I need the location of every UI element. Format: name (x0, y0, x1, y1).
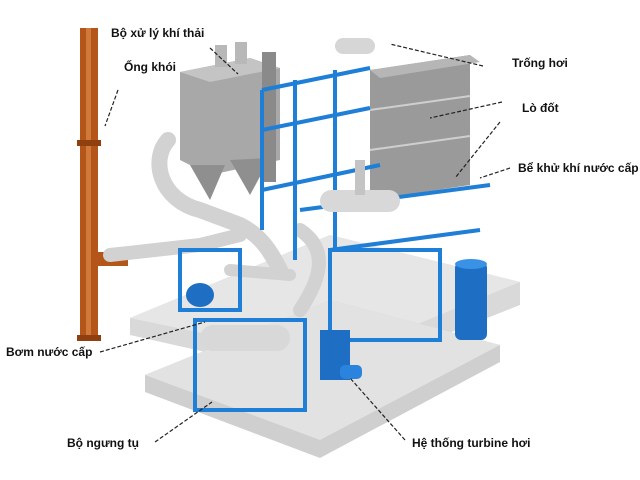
furnace-boiler (369, 55, 480, 200)
flue-gas-treatment-unit (180, 42, 280, 200)
steam-turbine (320, 330, 362, 380)
leader-lines (99, 43, 511, 443)
ducting (103, 132, 326, 317)
deaerator-tank (320, 160, 400, 212)
label-condenser: Bộ ngưng tụ (67, 436, 139, 450)
label-steam-turbine: Hệ thống turbine hơi (412, 436, 531, 450)
storage-tank (455, 259, 487, 340)
feedwater-pump (186, 283, 214, 307)
label-steam-drum: Trống hơi (512, 56, 568, 70)
condenser (200, 325, 290, 351)
label-stack: Ống khói (124, 60, 176, 74)
label-furnace: Lò đốt (522, 101, 559, 115)
stack-chimney (77, 28, 128, 341)
label-deaerator: Bể khử khí nước cấp (518, 161, 639, 175)
label-feedwater-pump: Bơm nước cấp (6, 345, 93, 359)
label-flue-gas-treatment: Bộ xử lý khí thải (111, 26, 205, 40)
steam-drum (335, 38, 375, 54)
